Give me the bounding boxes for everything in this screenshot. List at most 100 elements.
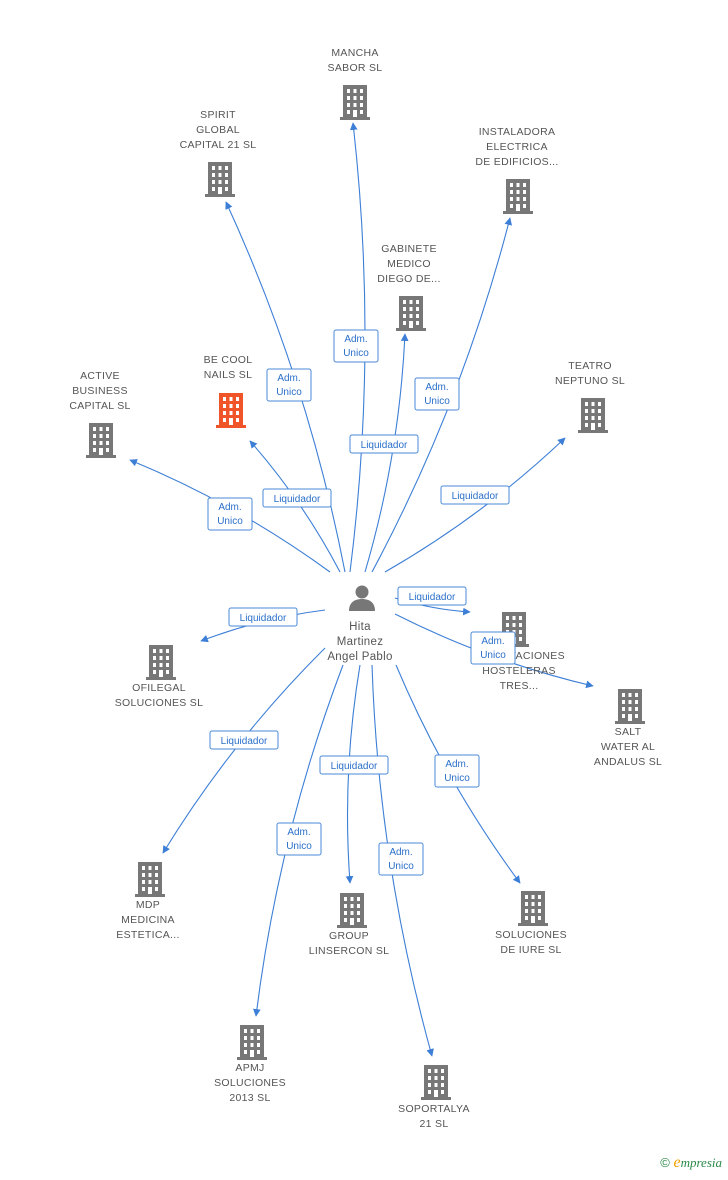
edge-label-box [414,377,460,411]
edge-label-text: Liquidador [452,491,499,502]
edge-label-text: Liquidador [409,592,456,603]
node-label-line: DIEGO DE... [377,273,440,285]
empresia-logo: empresia [673,1154,722,1171]
building-icon[interactable] [578,398,608,433]
node-label-line: BUSINESS [72,385,128,397]
node-label-line: SPIRIT [200,109,236,121]
building-icon[interactable] [205,162,235,197]
person-icon[interactable] [349,585,375,612]
building-icon[interactable] [216,393,246,428]
building-icon-shape [578,398,608,433]
node-label-line: WATER AL [601,741,655,753]
building-icon[interactable] [518,891,548,926]
edge-label-box [440,485,510,505]
building-icon[interactable] [503,179,533,214]
edge-label-text: Adm. [277,373,300,384]
edge-label-text: Adm. [344,334,367,345]
edge-label-text: Adm. [389,847,412,858]
node-label-line: GROUP [329,930,369,942]
node-label-line: SALT [615,726,642,738]
edge-label-box [228,607,298,627]
edge-label-box [397,586,467,606]
node-label-line: MANCHA [331,47,378,59]
edge-label-text: Adm. [218,502,241,513]
edge-label-text: Adm. [481,636,504,647]
building-icon-shape [518,891,548,926]
node-label-line: SABOR SL [328,62,383,74]
edge-label-box [209,730,279,750]
building-icon[interactable] [86,423,116,458]
building-icon-shape [86,423,116,458]
edge-label-box [276,822,322,856]
node-label-mancha[interactable]: MANCHA SABOR SL [328,47,383,74]
person-icon-body [349,599,375,611]
node-label-line: OFILEGAL [132,682,186,694]
node-label-line: ESTETICA... [116,929,179,941]
edge-label-text: Liquidador [221,736,268,747]
node-label-salt[interactable]: SALT WATER AL ANDALUS SL [594,726,662,768]
copyright-symbol: © [660,1155,670,1170]
node-label-line: MDP [136,899,160,911]
building-icon-shape [340,85,370,120]
building-icon[interactable] [615,689,645,724]
edge-label-ofilegal: Liquidador [228,607,298,627]
edge-label-becool: Liquidador [262,488,332,508]
node-label-line: NAILS SL [204,369,253,381]
edge-label-box [434,754,480,788]
edge-label-group: Liquidador [319,755,389,775]
building-icon-shape [146,645,176,680]
node-label-line: TRES... [500,680,539,692]
building-icon[interactable] [135,862,165,897]
node-label-line: MEDICO [387,258,431,270]
node-label-ofilegal[interactable]: OFILEGAL SOLUCIONES SL [115,682,204,709]
center-name-line: Hita [349,621,371,633]
building-icon[interactable] [237,1025,267,1060]
edge-label-box [319,755,389,775]
node-label-line: 2013 SL [229,1092,270,1104]
node-label-group[interactable]: GROUP LINSERCON SL [309,930,390,957]
building-icon[interactable] [337,893,367,928]
edge-label-text: Unico [343,348,369,359]
node-label-line: CAPITAL 21 SL [180,139,257,151]
building-icon-shape [421,1065,451,1100]
edge-label-soluciones: Adm.Unico [434,754,480,788]
edge-label-box [470,631,516,665]
building-icon[interactable] [396,296,426,331]
node-label-line: LINSERCON SL [309,945,390,957]
edge-label-explotaciones: Liquidador [397,586,467,606]
building-icon[interactable] [340,85,370,120]
edge-label-text: Liquidador [240,613,287,624]
building-icon-shape [337,893,367,928]
center-name-line: Angel Pablo [327,651,392,663]
building-icon-shape [135,862,165,897]
node-label-line: CAPITAL SL [69,400,130,412]
node-label-line: 21 SL [420,1118,449,1130]
node-label-line: INSTALADORA [479,126,556,138]
edge-label-mdp: Liquidador [209,730,279,750]
building-icon[interactable] [146,645,176,680]
node-label-line: SOLUCIONES SL [115,697,204,709]
node-label-line: APMJ [235,1062,264,1074]
node-label-gabinete[interactable]: GABINETE MEDICO DIEGO DE... [377,243,440,285]
node-label-line: GABINETE [381,243,437,255]
person-icon-head [355,585,369,599]
brand-rest: mpresia [680,1155,722,1170]
building-icon[interactable] [421,1065,451,1100]
edge-label-mancha: Adm. Unico [333,329,379,363]
node-label-line: HOSTELERAS [482,665,556,677]
node-label-line: SOLUCIONES [495,929,567,941]
node-label-line: ANDALUS SL [594,756,662,768]
edge-label-text: Adm. [445,759,468,770]
